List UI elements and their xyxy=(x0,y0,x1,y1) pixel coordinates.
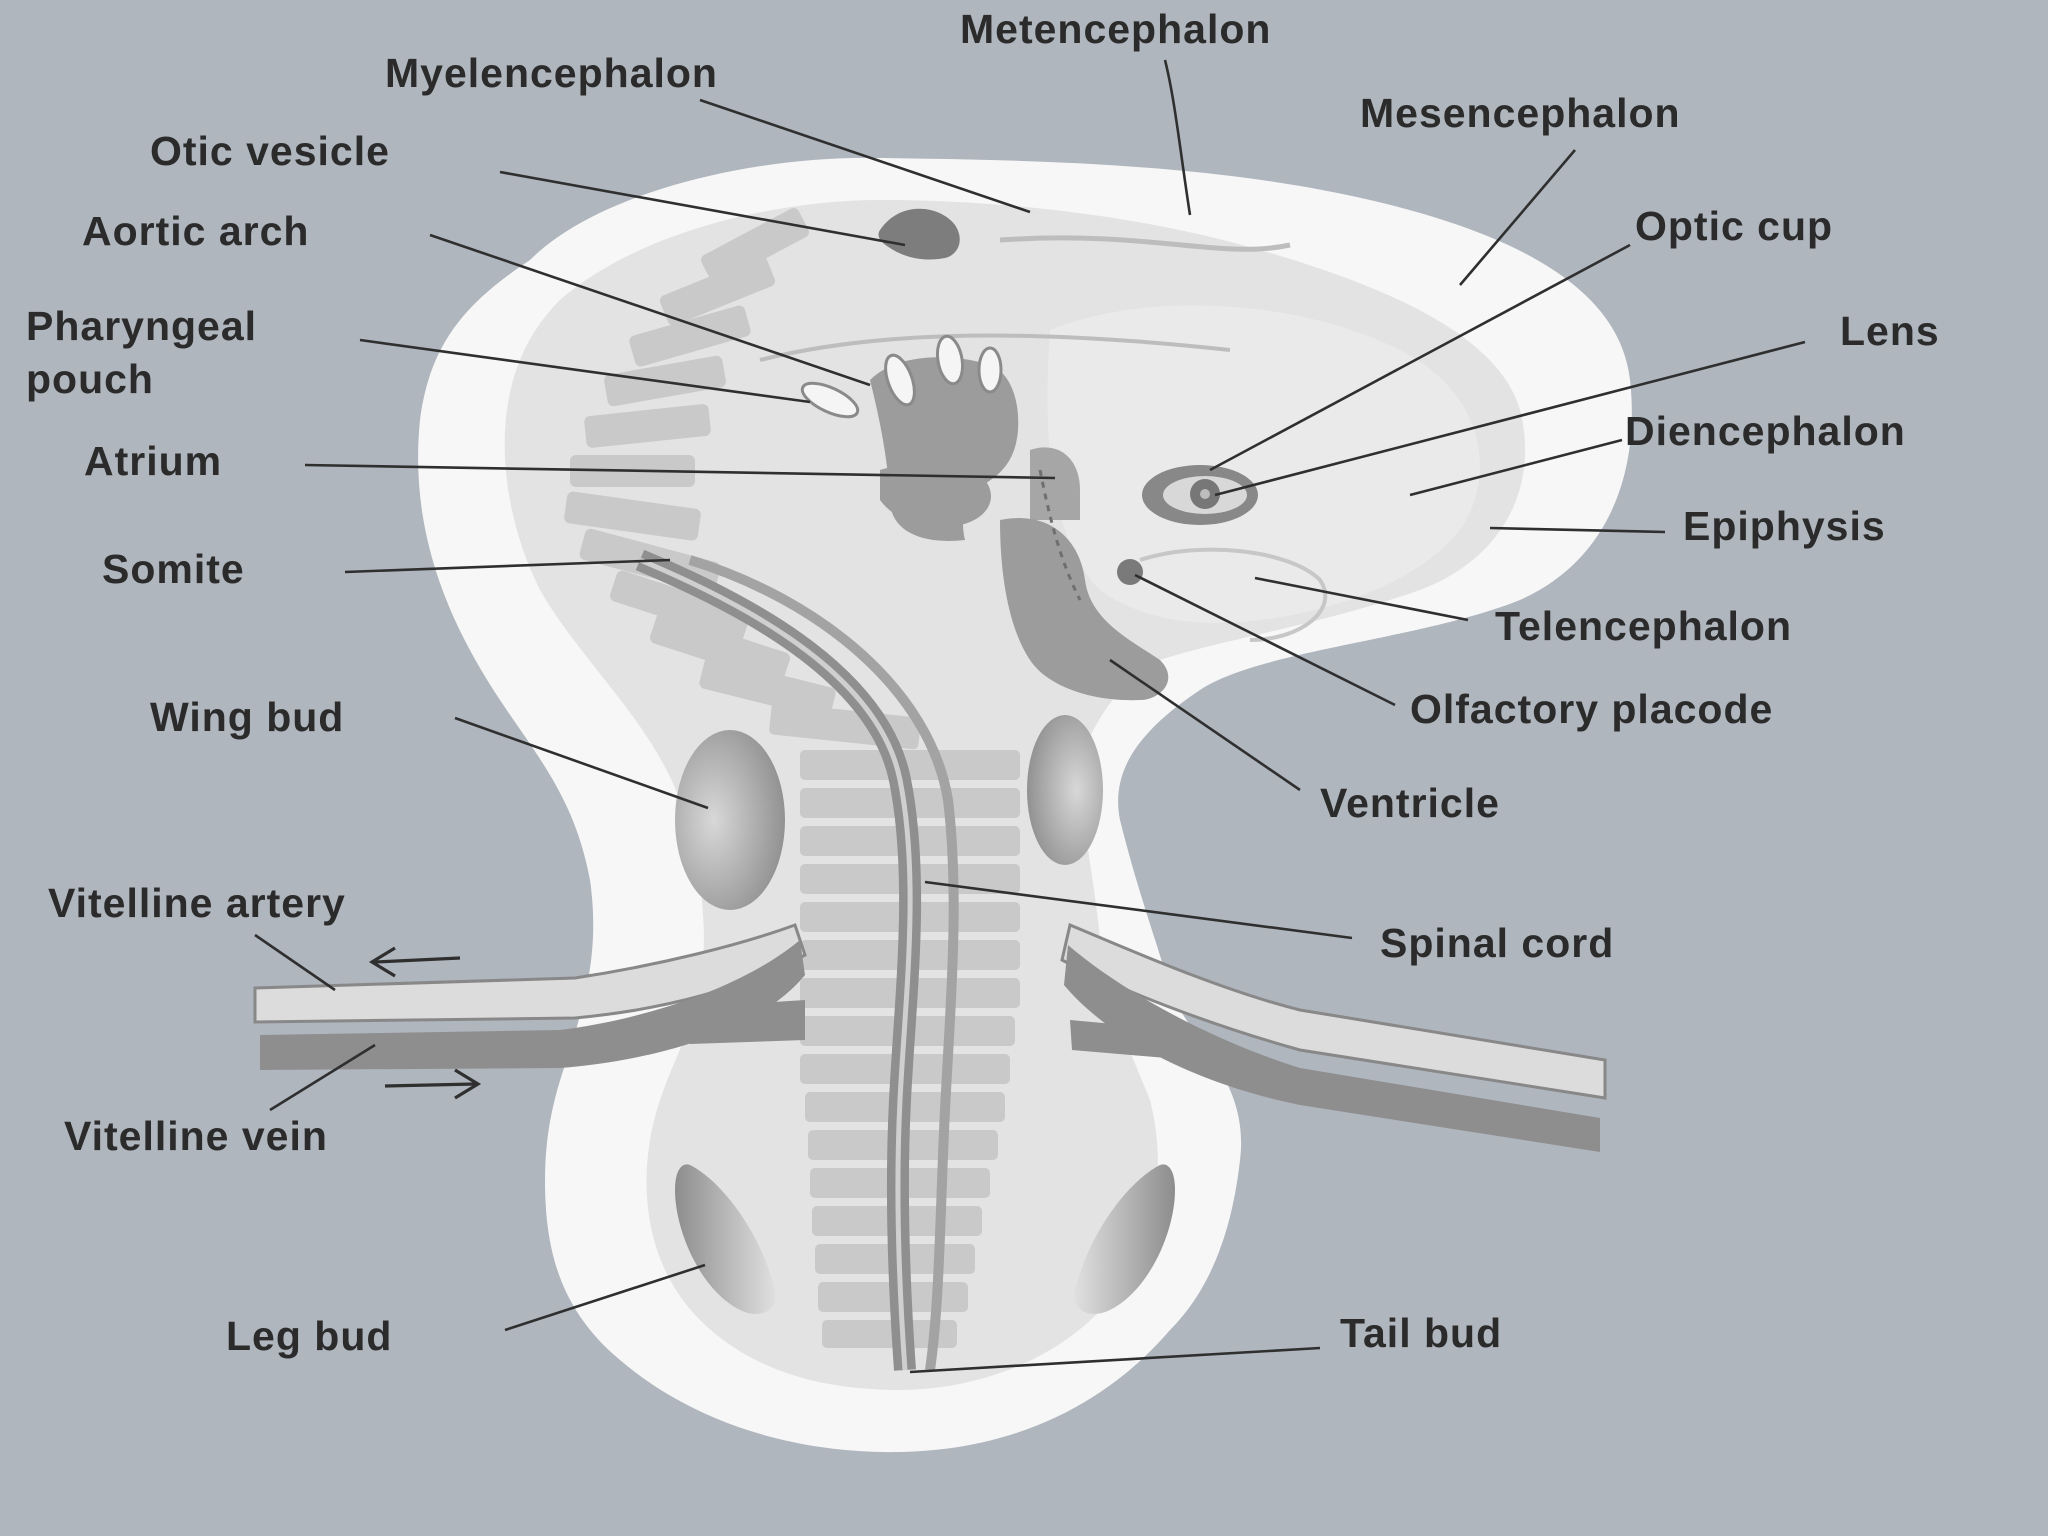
telencephalon-outline xyxy=(1139,547,1328,642)
leader-ventricle xyxy=(1109,658,1301,792)
heart-divider xyxy=(1038,469,1082,601)
leader-vitelline-artery xyxy=(254,933,336,992)
label-somite: Somite xyxy=(102,546,245,592)
atrium-shape xyxy=(880,464,991,527)
label-tail-bud: Tail bud xyxy=(1340,1310,1503,1356)
leg-bud-right xyxy=(1074,1164,1175,1314)
label-vitelline-vein: Vitelline vein xyxy=(64,1113,328,1159)
label-metencephalon: Metencephalon xyxy=(960,6,1272,52)
label-spinal-cord: Spinal cord xyxy=(1380,920,1615,966)
label-telencephalon: Telencephalon xyxy=(1495,603,1793,649)
leader-spinal-cord xyxy=(924,880,1353,940)
label-ventricle: Ventricle xyxy=(1320,780,1500,826)
label-pharyngeal-pouch-line1: Pharyngeal xyxy=(26,303,258,349)
leader-olfactory-placode xyxy=(1134,573,1396,707)
label-lens: Lens xyxy=(1840,308,1940,354)
leader-tail-bud xyxy=(909,1346,1321,1374)
label-optic-cup: Optic cup xyxy=(1635,203,1834,249)
label-mesencephalon: Mesencephalon xyxy=(1360,90,1681,136)
leader-diencephalon xyxy=(1409,438,1623,497)
leader-mesencephalon xyxy=(1459,149,1576,286)
label-vitelline-artery: Vitelline artery xyxy=(48,880,346,926)
leg-bud-left xyxy=(675,1164,776,1314)
leader-vitelline-vein xyxy=(269,1043,376,1112)
label-wing-bud: Wing bud xyxy=(150,694,345,740)
vitelline-vein-left-branch xyxy=(680,1000,805,1044)
vein-arrow-icon xyxy=(384,1068,482,1100)
spinal-cord-canal xyxy=(639,557,913,1371)
label-olfactory-placode: Olfactory placode xyxy=(1410,686,1774,732)
leader-lens xyxy=(1214,340,1806,497)
leader-myelencephalon xyxy=(699,98,1031,214)
otic-vesicle-shape xyxy=(878,208,960,260)
ventricle-shape xyxy=(1000,518,1169,701)
vitelline-vein-right xyxy=(1064,945,1600,1152)
artery-arrow-icon xyxy=(368,946,461,978)
aortic-arch-ovals xyxy=(800,334,1003,419)
wing-bud-right xyxy=(1027,715,1103,865)
spinal-cord-outer xyxy=(688,555,959,1371)
leader-lines xyxy=(254,59,1806,1374)
leader-epiphysis xyxy=(1489,526,1666,534)
vitelline-vein-left xyxy=(260,940,805,1070)
label-aortic-arch: Aortic arch xyxy=(82,208,310,254)
label-atrium: Atrium xyxy=(84,438,223,484)
leader-leg-bud xyxy=(504,1263,706,1332)
lens-core xyxy=(1200,489,1210,499)
wing-bud-left xyxy=(675,730,785,910)
label-pharyngeal-pouch-line2: pouch xyxy=(26,356,154,402)
leader-wing-bud xyxy=(454,716,709,810)
vitelline-vein-right-branch xyxy=(1070,1020,1190,1060)
vitelline-artery-left xyxy=(253,923,807,1024)
label-epiphysis: Epiphysis xyxy=(1683,503,1886,549)
leader-atrium xyxy=(304,463,1056,480)
leader-pharyngeal-pouch xyxy=(359,338,811,404)
leader-optic-cup xyxy=(1209,243,1631,472)
olfactory-placode-shape xyxy=(1117,559,1143,585)
label-diencephalon: Diencephalon xyxy=(1625,408,1906,454)
leader-telencephalon xyxy=(1254,576,1469,622)
label-otic-vesicle: Otic vesicle xyxy=(150,128,390,174)
leader-somite xyxy=(344,558,671,574)
label-myelencephalon: Myelencephalon xyxy=(385,50,718,96)
brain-fold xyxy=(999,235,1291,252)
label-leg-bud: Leg bud xyxy=(226,1313,393,1359)
leader-otic-vesicle xyxy=(499,170,906,247)
leader-metencephalon xyxy=(1163,59,1192,216)
leader-aortic-arch xyxy=(429,233,871,387)
heart-left-chamber xyxy=(1030,447,1080,520)
